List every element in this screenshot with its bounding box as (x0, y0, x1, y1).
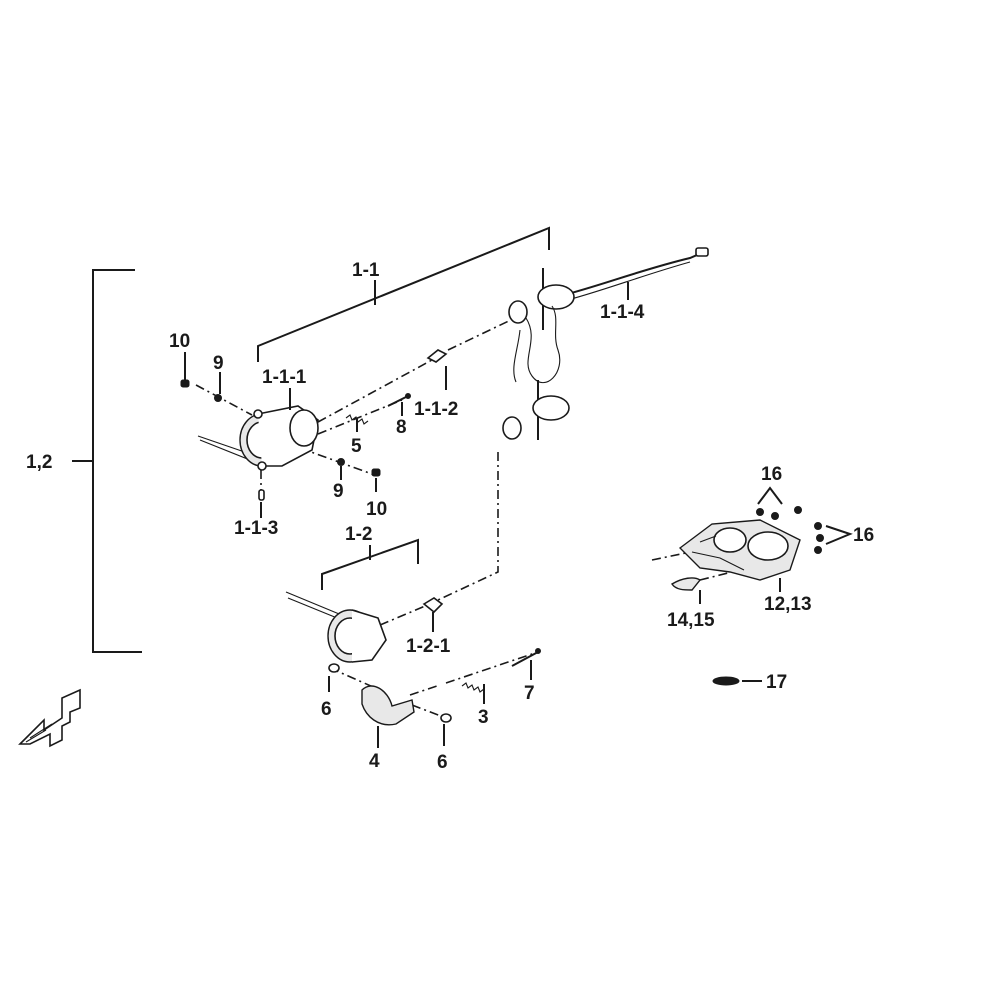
callout-12-13: 12,13 (764, 594, 812, 615)
callout-1-2: 1-2 (345, 524, 372, 545)
washer-9-upper (214, 394, 222, 402)
leader-lines (184, 282, 853, 748)
lamp-unit-1-2 (285, 591, 387, 663)
wiring-harness-1-1-4 (502, 247, 709, 440)
callout-14-15: 14,15 (667, 610, 715, 631)
nut-6-left (328, 663, 340, 673)
callout-16-upper: 16 (761, 464, 782, 485)
bracket-1-2-sub (321, 538, 419, 590)
assembly-lines (195, 317, 741, 719)
callout-1-1-3: 1-1-3 (234, 518, 278, 539)
callout-4: 4 (369, 751, 380, 772)
callout-1-2-1: 1-2-1 (406, 636, 451, 657)
washer-9-lower (337, 458, 345, 466)
bulb-1-1-2 (426, 349, 448, 363)
bolt-7 (511, 648, 541, 667)
callout-10-upper: 10 (169, 331, 190, 352)
lamp-unit-1-1-1 (197, 405, 319, 471)
nut-6-right (440, 713, 452, 723)
screw-10-lower (371, 468, 381, 477)
callout-8: 8 (396, 417, 407, 438)
callout-5: 5 (351, 436, 362, 457)
callout-7: 7 (524, 683, 535, 704)
bulb-socket-1-2-1 (422, 597, 444, 614)
callout-1-1: 1-1 (352, 260, 380, 281)
screw-10-upper (180, 379, 190, 388)
callout-16-right: 16 (853, 525, 874, 546)
mount-bracket-12-13 (678, 519, 801, 581)
spring-3 (461, 682, 485, 693)
bracket-1-1 (257, 226, 550, 362)
callout-1-1-4: 1-1-4 (600, 302, 645, 323)
callout-9-upper: 9 (213, 353, 224, 374)
callout-1-1-2: 1-1-2 (414, 399, 458, 420)
callout-1-2-group: 1,2 (26, 452, 52, 473)
nuts-16 (756, 506, 824, 554)
callout-6-left: 6 (321, 699, 332, 720)
callout-17: 17 (766, 672, 787, 693)
bolt-8 (387, 393, 411, 407)
callout-10-lower: 10 (366, 499, 387, 520)
callout-9-lower: 9 (333, 481, 344, 502)
gasket-17 (712, 676, 740, 686)
callout-1-1-1: 1-1-1 (262, 367, 307, 388)
callout-3: 3 (478, 707, 489, 728)
bracket-1-2 (72, 269, 142, 653)
front-arrow-icon (18, 688, 81, 748)
callout-6-right: 6 (437, 752, 448, 773)
bracket-4 (361, 685, 415, 726)
pin-1-1-3 (258, 489, 265, 501)
clip-14-15 (671, 577, 702, 591)
